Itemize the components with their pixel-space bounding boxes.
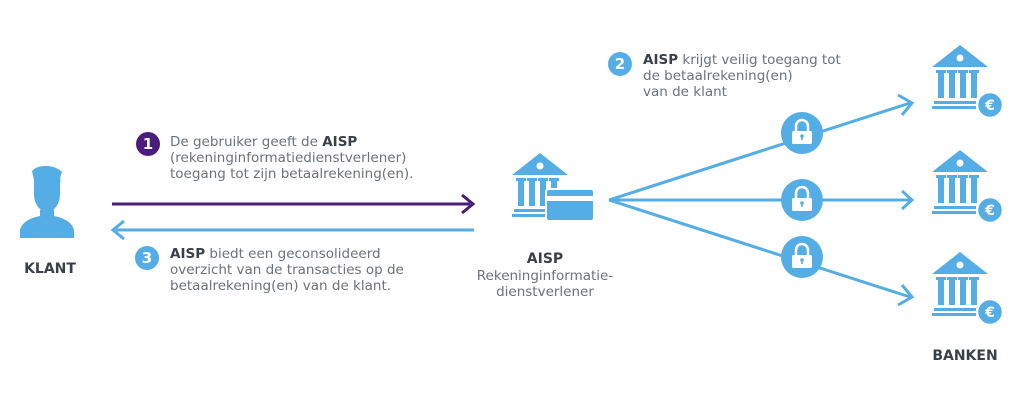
step-2-line2: de betaalrekening(en) (643, 68, 793, 84)
step-3-aisp: AISP (170, 246, 206, 262)
lock-icon (781, 236, 823, 278)
step-1-text: De gebruiker geeft de AISP (rekeninginfo… (170, 134, 413, 182)
bank-connection-middle (609, 189, 915, 211)
request-arrow (112, 193, 476, 215)
aisp-subtitle-1: Rekeninginformatie- (476, 268, 614, 284)
aisp-label: AISP Rekeninginformatie- dienstverlener (455, 250, 635, 300)
step-1-line1: De gebruiker geeft de (170, 134, 323, 150)
step-1-aisp: AISP (322, 134, 358, 150)
user-icon (20, 165, 74, 238)
step-2-aisp: AISP (643, 52, 679, 68)
step-3-line2: overzicht van de transacties op de (170, 262, 404, 278)
step-1-line2: (rekeninginformatiedienstverlener) (170, 150, 407, 166)
step-1-line3: toegang tot zijn betaalrekening(en). (170, 166, 414, 182)
svg-text:€: € (984, 305, 995, 321)
aisp-subtitle-2: dienstverlener (496, 284, 594, 300)
response-arrow (110, 219, 474, 241)
bank-connection-top (608, 93, 915, 202)
step-1-badge: 1 (136, 132, 160, 156)
step-3-text: AISP biedt een geconsolideerd overzicht … (170, 246, 404, 294)
banks-label: BANKEN (932, 348, 998, 364)
step-2-text: AISP krijgt veilig toegang tot de betaal… (643, 52, 841, 100)
step-2-badge: 2 (608, 52, 632, 76)
lock-icon (781, 179, 823, 221)
bank-euro-icon: € (932, 150, 1005, 225)
step-3-badge: 3 (135, 246, 159, 270)
bank-connection-bottom (608, 198, 915, 307)
bank-euro-icon: € (932, 252, 1005, 327)
bank-card-icon (512, 153, 595, 222)
step-3-line1: biedt een geconsolideerd (205, 246, 381, 262)
bank-euro-icon: € (932, 45, 1005, 120)
svg-text:€: € (984, 98, 995, 114)
svg-text:€: € (984, 203, 995, 219)
lock-icon (781, 112, 823, 154)
step-3-line3: betaalrekening(en) van de klant. (170, 278, 392, 294)
step-2-line3: van de klant (643, 84, 727, 100)
client-label: KLANT (24, 261, 76, 277)
step-2-line1: krijgt veilig toegang tot (678, 52, 841, 68)
aisp-title: AISP (526, 251, 564, 267)
